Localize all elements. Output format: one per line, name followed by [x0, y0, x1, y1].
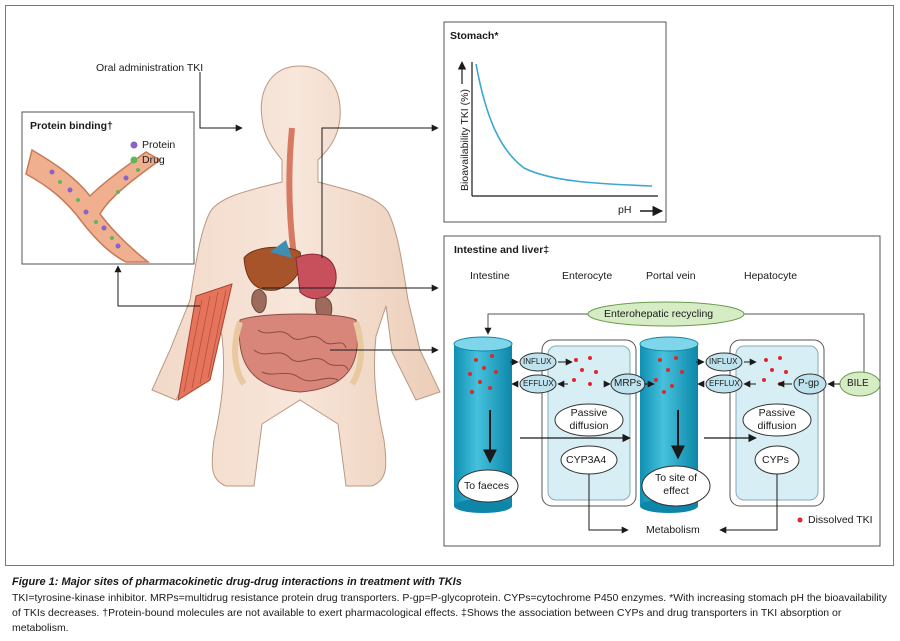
stomach-xlabel: pH [618, 204, 632, 216]
column-intestine: Intestine [470, 270, 510, 282]
passive-diffusion-2 [742, 403, 812, 437]
blood-vessel [25, 148, 162, 263]
enterohepatic-ellipse [587, 301, 745, 327]
efflux-oval-1 [519, 374, 557, 394]
arm-muscle [177, 283, 233, 402]
esophagus [286, 127, 297, 257]
column-hepatocyte: Hepatocyte [744, 270, 798, 282]
legend-protein-dot [130, 141, 138, 149]
passive-diffusion-label-1: Passive diffusion [569, 407, 609, 432]
legend-drug-dot [130, 156, 138, 164]
enterohepatic-label: Enterohepatic recycling [604, 308, 714, 320]
efflux-label-2: EFFLUX [709, 379, 740, 388]
to-site-ellipse [641, 465, 711, 507]
oral-arrow [199, 72, 243, 132]
influx-oval-1 [519, 352, 557, 372]
figure-caption-title: Figure 1: Major sites of pharmacokinetic… [12, 576, 462, 588]
pgp-oval [793, 373, 827, 395]
pgp-label: P-gp [798, 378, 820, 389]
legend-protein-label: Protein [142, 139, 176, 151]
protein-arrow [114, 265, 200, 307]
organs [232, 240, 364, 393]
protein-binding-title: Protein binding† [30, 120, 113, 132]
efflux-label-1: EFFLUX [523, 379, 554, 388]
stomach-ylabel: Bioavailability TKI (%) [459, 89, 471, 191]
recycling-line-right [744, 313, 865, 372]
to-faeces-ellipse [457, 469, 519, 503]
influx-label-2: INFLUX [709, 357, 738, 366]
influx-oval-2 [705, 352, 743, 372]
stomach-curve [475, 63, 653, 187]
column-enterocyte: Enterocyte [562, 270, 613, 282]
bile-label: BILE [847, 378, 869, 389]
oral-administration-label: Oral administration TKI [96, 62, 204, 74]
influx-label-1: INFLUX [523, 357, 552, 366]
mrps-label: MRPs [614, 378, 642, 389]
column-portal-vein: Portal vein [646, 270, 696, 282]
stomach-arrow [321, 124, 439, 258]
dissolved-tki-label: Dissolved TKI [808, 514, 873, 526]
passive-diffusion-1 [554, 403, 624, 437]
to-faeces-label: To faeces [464, 480, 509, 492]
recycling-line [484, 313, 588, 335]
figure-caption-body: TKI=tyrosine-kinase inhibitor. MRPs=mult… [12, 592, 887, 634]
cyp3a4-label: CYP3A4 [566, 454, 607, 466]
intestine-liver-title: Intestine and liver‡ [454, 244, 550, 256]
stomach-title: Stomach* [450, 30, 499, 42]
to-site-label: To site of effect [654, 472, 698, 497]
stomach-box [443, 21, 667, 223]
metabolism-label: Metabolism [646, 524, 700, 536]
cyps-label: CYPs [762, 454, 789, 466]
legend-drug-label: Drug [142, 154, 165, 166]
dissolved-tki-dots [468, 354, 803, 523]
passive-diffusion-label-2: Passive diffusion [757, 407, 797, 432]
efflux-oval-2 [705, 374, 743, 394]
transport-arrows [483, 358, 840, 534]
